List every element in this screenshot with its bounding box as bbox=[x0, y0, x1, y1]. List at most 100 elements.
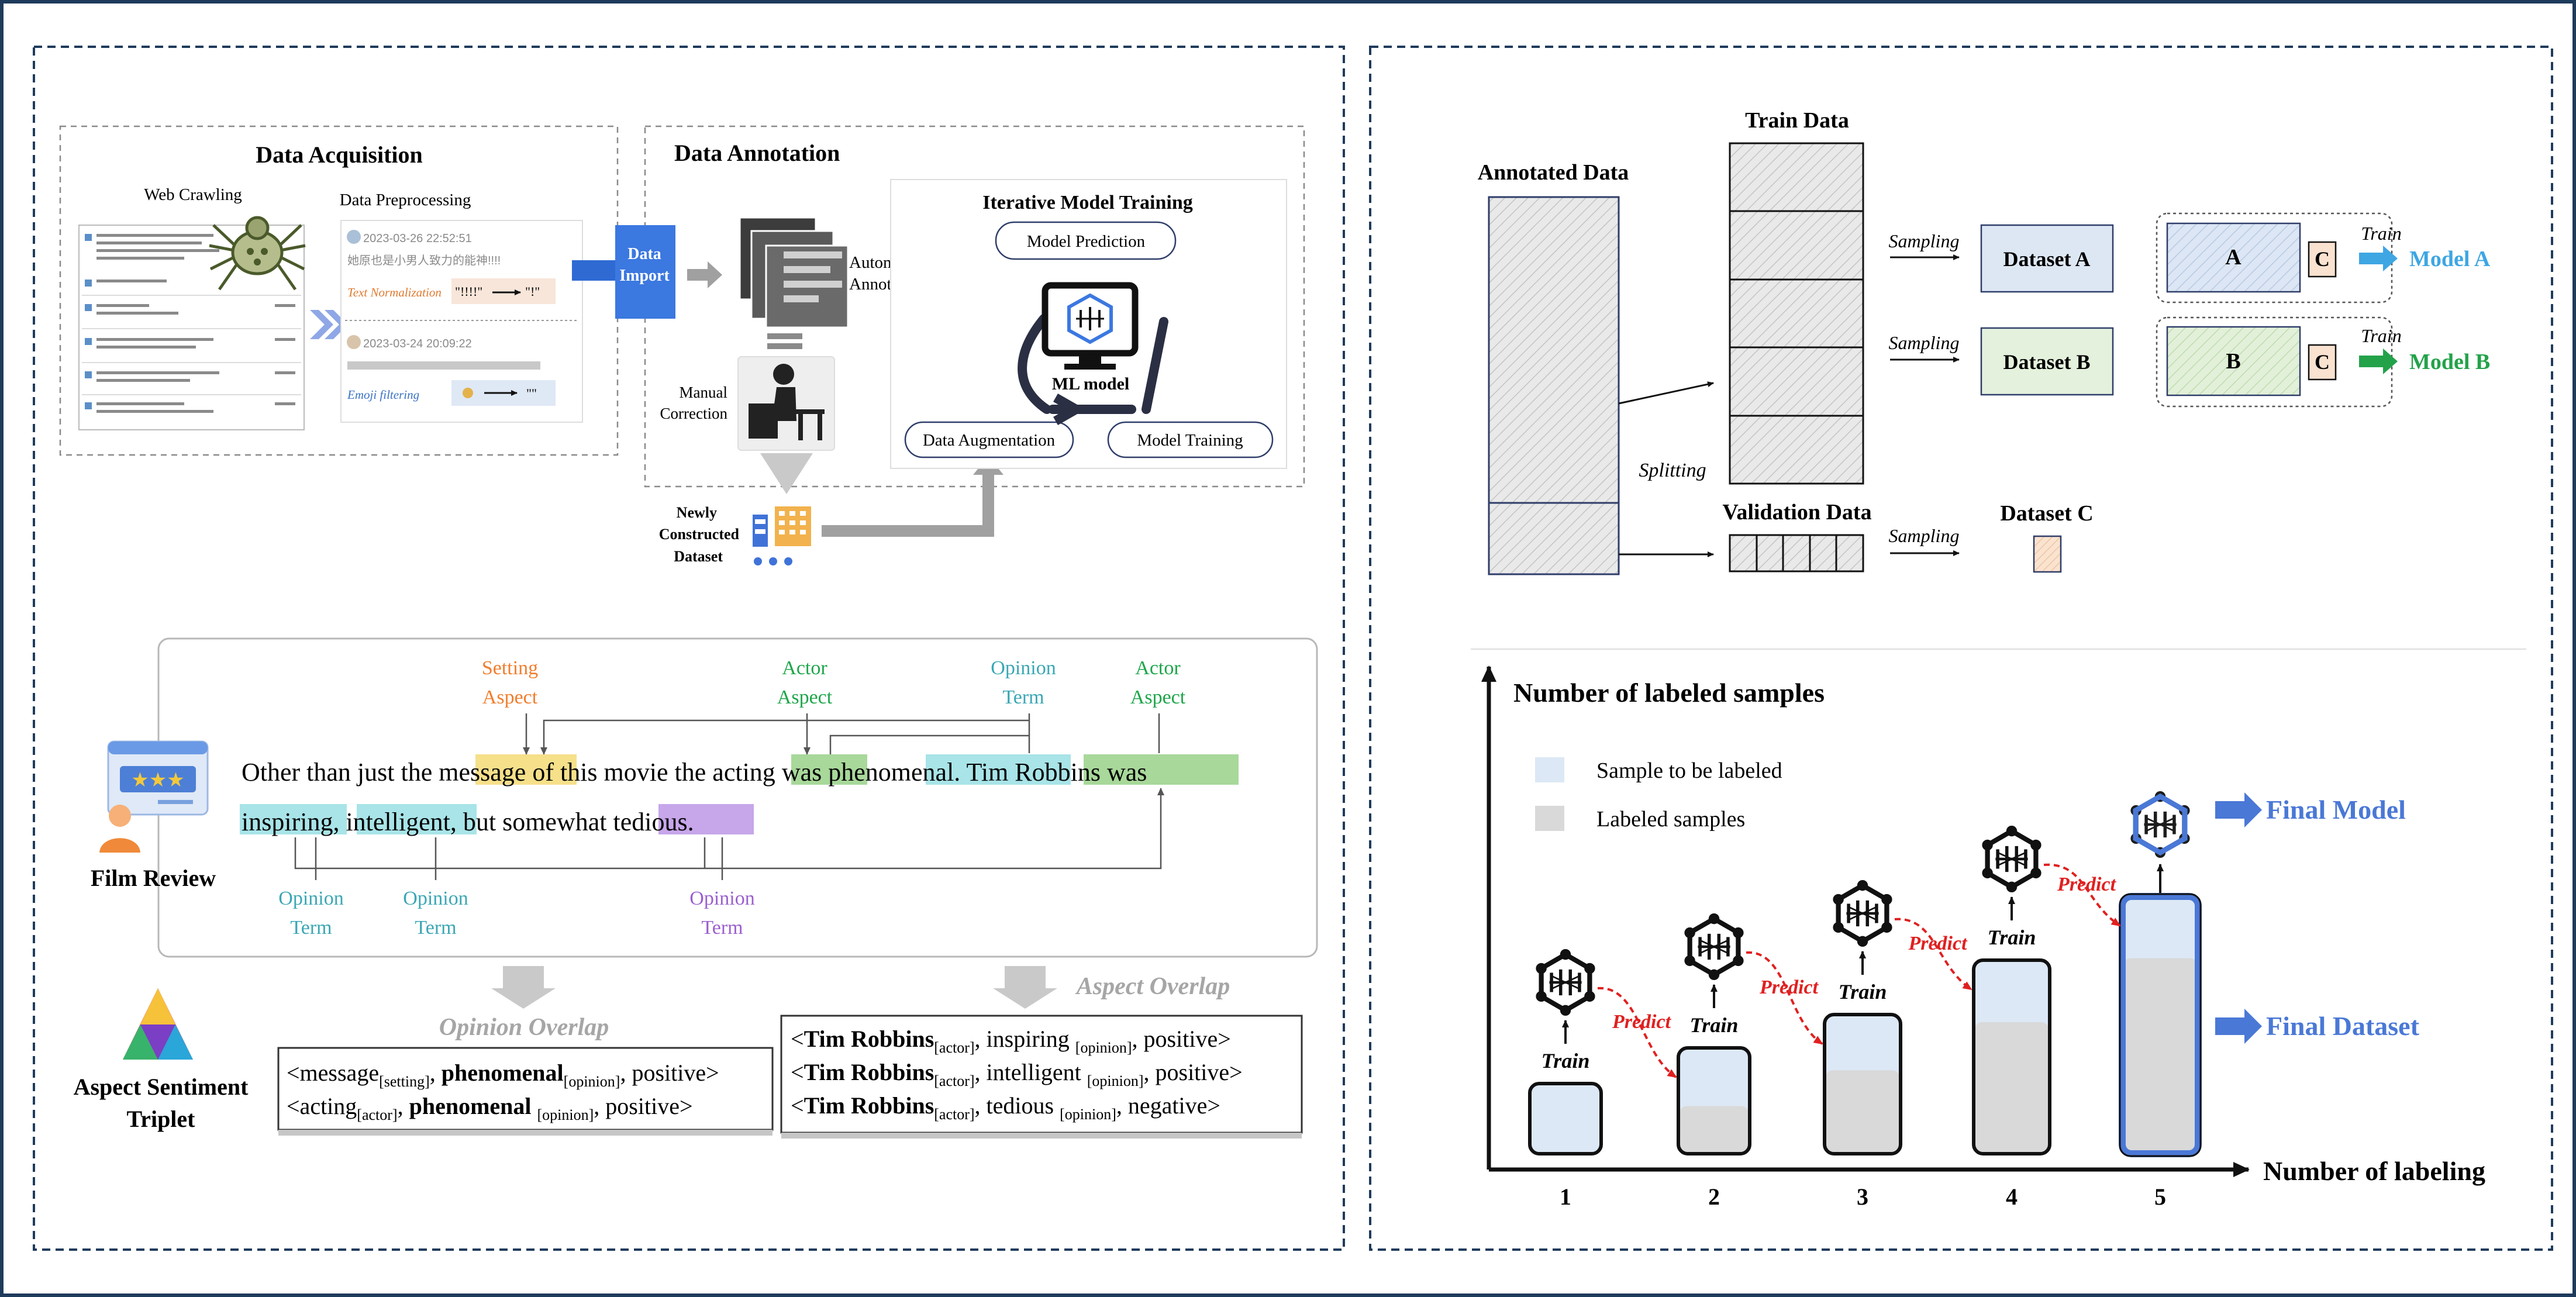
train-data-label: Train Data bbox=[1745, 108, 1849, 133]
aspect-overlap-rows: <Tim Robbins[actor], inspiring [opinion]… bbox=[791, 1026, 1243, 1123]
sampling-label-b: Sampling bbox=[1889, 332, 1960, 353]
actor-aspect-label-1: Actor bbox=[782, 657, 827, 679]
review-bottom-connectors bbox=[294, 788, 1164, 880]
sampling-label-c: Sampling bbox=[1889, 525, 1960, 546]
opinion-overlap-rows: <message[setting], phenomenal[opinion], … bbox=[287, 1060, 719, 1123]
labeling-iteration-4: 4 Train Predict bbox=[1894, 826, 2051, 1210]
model-icon bbox=[1684, 913, 1743, 980]
dataset-c-label: Dataset C bbox=[2000, 501, 2093, 526]
model-icon bbox=[1833, 880, 1892, 947]
dataset-a-box bbox=[1980, 224, 2114, 293]
triplet-label-2: Triplet bbox=[126, 1106, 195, 1132]
x-tick-label: 2 bbox=[1708, 1184, 1720, 1210]
ml-model-label: ML model bbox=[1052, 374, 1130, 394]
model-icon bbox=[1536, 949, 1595, 1016]
dataset-icon bbox=[753, 506, 811, 565]
left-panel-border bbox=[33, 46, 1345, 1251]
data-splitting-section: Annotated Data Train Data Validation Dat… bbox=[1471, 108, 2526, 650]
aspect-overlap-label: Aspect Overlap bbox=[1075, 973, 1230, 1000]
dataset-c-box bbox=[2033, 535, 2062, 573]
post2-meta: 2023-03-24 20:09:22 bbox=[363, 337, 472, 350]
triplet-section: Opinion Overlap Aspect Overlap Aspect Se… bbox=[74, 966, 1303, 1139]
highlight-acting bbox=[791, 754, 867, 785]
film-review-section: ★★★ Film Review Setting Aspect Actor Asp… bbox=[91, 637, 1318, 958]
arrow-down-to-dataset bbox=[760, 453, 813, 494]
dataset-b-box bbox=[1980, 327, 2114, 396]
manual-correction-label-2: Correction bbox=[660, 405, 728, 422]
review-top-connectors bbox=[523, 713, 1160, 755]
x-tick-label: 3 bbox=[1857, 1184, 1868, 1210]
y-axis-label: Number of labeled samples bbox=[1513, 678, 1825, 708]
labeling-iterations: 1Train2TrainPredict3TrainPredict4TrainPr… bbox=[1528, 791, 2202, 1210]
labeling-iteration-5: 5 Predict bbox=[2043, 791, 2202, 1210]
arrow-down-opinion-overlap bbox=[491, 966, 556, 1009]
newly-label-2: Constructed bbox=[659, 526, 740, 543]
text-normalization-label: Text Normalization bbox=[347, 285, 442, 299]
iterative-training-box: Iterative Model Training Model Predictio… bbox=[890, 179, 1287, 469]
model-b-label: Model B bbox=[2409, 350, 2490, 374]
train-data-bar bbox=[1729, 142, 1864, 485]
annotated-data-label: Annotated Data bbox=[1478, 160, 1629, 185]
predict-label: Predict bbox=[1908, 933, 1968, 954]
opinion-term-label-top-1: Opinion bbox=[991, 657, 1056, 679]
predict-arrow bbox=[1597, 986, 1677, 1078]
opinion-triplet-row: <acting[actor], phenomenal [opinion], po… bbox=[287, 1093, 693, 1123]
sample-jar bbox=[1528, 1082, 1603, 1155]
web-crawling-label: Web Crawling bbox=[144, 185, 242, 204]
film-review-label: Film Review bbox=[91, 865, 216, 891]
x-tick-label: 1 bbox=[1560, 1184, 1571, 1210]
predict-label: Predict bbox=[2057, 874, 2117, 895]
svg-text:★★★: ★★★ bbox=[131, 769, 184, 791]
arrow-to-final-dataset bbox=[2215, 1009, 2262, 1044]
final-model-label: Final Model bbox=[2266, 795, 2406, 825]
train-label: Train bbox=[1839, 980, 1887, 1003]
train-label: Train bbox=[1690, 1013, 1739, 1037]
c-label-a: C bbox=[2315, 247, 2330, 271]
data-import-label-2: Import bbox=[619, 267, 670, 285]
aspect-triplet-row: <Tim Robbins[actor], inspiring [opinion]… bbox=[791, 1026, 1231, 1056]
highlight-intelligent bbox=[357, 804, 477, 834]
predict-arrow bbox=[1894, 917, 1972, 991]
legend-to-label-swatch bbox=[1535, 757, 1564, 782]
post1-meta: 2023-03-26 22:52:51 bbox=[363, 232, 472, 245]
annotation-title: Data Annotation bbox=[674, 140, 840, 166]
ml-model-monitor-icon bbox=[1042, 282, 1139, 370]
model-icon bbox=[1982, 826, 2041, 892]
train-label: Train bbox=[1542, 1049, 1590, 1072]
opinion-overlap-box bbox=[277, 1047, 774, 1131]
review-icon: ★★★ bbox=[99, 740, 209, 853]
emoji-filter-to: "" bbox=[526, 386, 537, 401]
review-line-1: Other than just the message of this movi… bbox=[242, 758, 1147, 787]
predict-arrow bbox=[2043, 863, 2121, 927]
data-acquisition-section: Data Acquisition Web Crawling Data Prepr… bbox=[59, 125, 619, 456]
train-label: Train bbox=[1988, 926, 2036, 949]
preprocessing-card: 2023-03-26 22:52:51 她原也是小男人致力的能神!!!! Tex… bbox=[340, 220, 583, 423]
dataset-a-label: Dataset A bbox=[2003, 247, 2091, 271]
sample-jar bbox=[1972, 958, 2051, 1155]
model-prediction-box bbox=[995, 221, 1177, 260]
legend-labeled: Labeled samples bbox=[1596, 807, 1745, 832]
train-label-a: Train bbox=[2361, 223, 2401, 244]
a-label: A bbox=[2225, 245, 2242, 270]
data-annotation-section: Data Annotation Data Import Automatic An… bbox=[572, 125, 1305, 565]
setting-aspect-label-1: Setting bbox=[482, 657, 538, 679]
arrow-to-final-model bbox=[2215, 792, 2262, 827]
highlight-phenomenal bbox=[926, 754, 1071, 785]
x-tick-label: 5 bbox=[2154, 1184, 2166, 1210]
opinion-term-label-b2-2: Term bbox=[415, 917, 456, 939]
text-norm-from: "!!!!" bbox=[455, 284, 482, 299]
c-label-b: C bbox=[2315, 350, 2330, 374]
spider-crawler-icon bbox=[209, 216, 306, 291]
manual-correction-label-1: Manual bbox=[680, 384, 727, 401]
right-panel-border bbox=[1369, 46, 2553, 1251]
highlight-inspiring bbox=[240, 804, 347, 834]
sample-jar bbox=[2119, 893, 2202, 1157]
labeled-fill bbox=[1826, 1070, 1899, 1153]
x-tick-label: 4 bbox=[2006, 1184, 2018, 1210]
labeled-fill bbox=[1975, 1022, 2049, 1153]
validation-data-label: Validation Data bbox=[1722, 500, 1871, 525]
final-model-icon bbox=[2130, 791, 2189, 858]
opinion-term-label-b1-2: Term bbox=[290, 917, 332, 939]
highlight-tedious bbox=[658, 804, 754, 834]
